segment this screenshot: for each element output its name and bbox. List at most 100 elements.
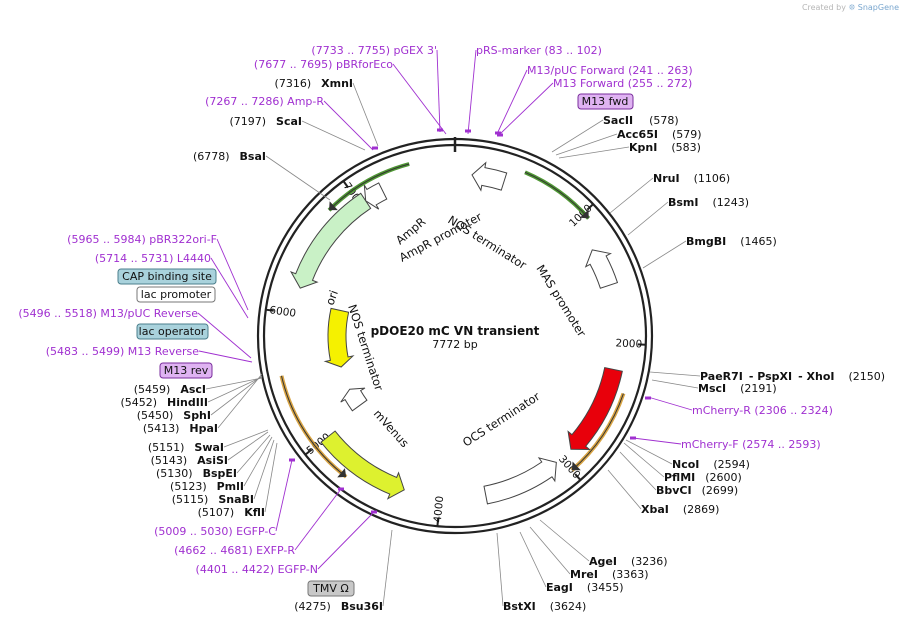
primer-site-mark [338, 487, 344, 491]
feature-arrow-mcherry [567, 366, 623, 451]
mas-promoter-label: MAS promoter [533, 262, 589, 339]
enzyme-position: (2191) [740, 382, 777, 395]
primer-site-mark [465, 129, 471, 133]
enzyme-name: EagI [546, 581, 573, 594]
enzyme-name: SwaI [194, 441, 224, 454]
enzyme-position: (2600) [705, 471, 742, 484]
feature-arrow-ori [323, 307, 355, 368]
enzyme-position: (5107) [198, 506, 235, 519]
enzyme-name: AsiSI [197, 454, 228, 467]
primer-leader-line [496, 69, 528, 135]
primer-leader-line [499, 82, 554, 135]
svg-text:(5450)SphI: (5450) SphI [137, 409, 211, 422]
primer-leader-line [197, 312, 252, 359]
enzyme-name: Bsu36I [341, 600, 383, 613]
nos-terminator-left-label: NOS terminator [345, 303, 386, 393]
enzyme-leader-line [210, 375, 263, 416]
svg-text:AgeI(3236): AgeI(3236) [589, 555, 668, 568]
enzyme-position: (3236) [631, 555, 668, 568]
enzyme-leader-line [227, 431, 269, 461]
primer-leader-line [275, 459, 293, 532]
enzyme-position: (2869) [683, 503, 720, 516]
enzyme-name: - PspXI [749, 370, 792, 383]
enzyme-position: (5115) [172, 493, 209, 506]
m13-rev-box: M13 rev [164, 364, 209, 377]
enzyme-position: (2594) [713, 458, 750, 471]
primer-site-mark [495, 131, 501, 135]
svg-text:BmgBI(1465): BmgBI(1465) [686, 235, 777, 248]
tick-mark [304, 448, 313, 456]
enzyme-leader-line [217, 373, 263, 429]
enzyme-leader-line [551, 119, 604, 153]
svg-text:BbvCI(2699): BbvCI(2699) [656, 484, 738, 497]
primer-label: (5496 .. 5518) M13/pUC Reverse [18, 307, 198, 320]
svg-text:(7197)ScaI: (7197)ScaI [229, 115, 302, 128]
snapgene-logo-icon: ❊ [848, 3, 856, 12]
mcherry-label: mCherry [555, 360, 590, 413]
primer-site-mark [437, 128, 443, 132]
primer-site-mark [630, 436, 636, 440]
left-enzyme-labels: (7316)XmnI (7197)ScaI (6778)BsaI (5459)A… [120, 77, 383, 613]
feature-boxes: M13 fwd CAP binding site lac promoter la… [117, 93, 634, 597]
enzyme-leader-line [649, 371, 701, 377]
enzyme-name: PflMI [664, 471, 695, 484]
enzyme-leader-line [352, 82, 379, 147]
primer-arc-head [337, 468, 347, 478]
enzyme-name: NcoI [672, 458, 699, 471]
svg-text:(5123)PmlI: (5123)PmlI [170, 480, 244, 493]
enzyme-position: (4275) [294, 600, 331, 613]
enzyme-name: ScaI [276, 115, 302, 128]
enzyme-leader-line [539, 519, 590, 562]
enzyme-leader-line [496, 532, 504, 607]
lac-promoter-box: lac promoter [141, 288, 212, 301]
svg-text:(5130)BspEI: (5130)BspEI [156, 467, 237, 480]
enzyme-name: - XhoI [798, 370, 834, 383]
enzyme-leader-line [651, 379, 699, 389]
enzyme-name: KflI [244, 506, 265, 519]
enzyme-position: (5143) [151, 454, 188, 467]
primer-site-mark [645, 396, 651, 400]
primer-arc-outline [571, 393, 624, 471]
primer-arc-head [329, 201, 338, 211]
primer-arc-outline [281, 375, 347, 478]
plasmid-size: 7772 bp [432, 338, 477, 351]
primer-site-mark [371, 510, 377, 514]
enzyme-position: (5450) [137, 409, 174, 422]
enzyme-name: SphI [183, 409, 211, 422]
enzyme-leader-line [609, 177, 654, 214]
enzyme-leader-line [519, 531, 547, 588]
feature-layer [289, 161, 623, 505]
primer-leader-line [647, 396, 693, 411]
snapgene-credit: Created by ❊ SnapGene [802, 3, 899, 12]
enzyme-leader-line [223, 429, 269, 448]
tick-mark [436, 518, 440, 527]
primer-leader-line [198, 350, 253, 363]
plasmid-name: pDOE20 mC VN transient [371, 324, 540, 338]
enzyme-name: Acc65I [617, 128, 658, 141]
enzyme-leader-line [625, 439, 673, 465]
feature-arrow-ocs-term [483, 457, 557, 505]
primer-leader-line [323, 100, 374, 151]
enzyme-name: BspEI [203, 467, 237, 480]
primer-label: (7677 .. 7695) pBRforEco [254, 58, 393, 71]
enzyme-leader-line [236, 434, 271, 474]
primer-arc-head [579, 209, 589, 219]
primer-label: (7733 .. 7755) pGEX 3' [311, 44, 437, 57]
enzyme-leader-line [207, 376, 263, 403]
svg-text:(5413)HpaI: (5413)HpaI [143, 422, 218, 435]
enzyme-leader-line [301, 120, 366, 151]
svg-text:(4275)Bsu36I: (4275) Bsu36I [294, 600, 383, 613]
enzyme-name: BsaI [240, 150, 266, 163]
svg-text:PflMI(2600): PflMI (2600) [664, 471, 742, 484]
enzyme-name: BmgBI [686, 235, 726, 248]
primer-label: mCherry-F (2574 .. 2593) [681, 438, 821, 451]
feature-arrow-ampr-prom [363, 182, 388, 210]
enzyme-leader-line [529, 526, 571, 575]
enzyme-name: NruI [653, 172, 680, 185]
enzyme-position: (3455) [587, 581, 624, 594]
tick-mark [342, 180, 349, 189]
svg-text:(5115)SnaBI: (5115)SnaBI [172, 493, 254, 506]
svg-text:SacII(578): SacII(578) [603, 114, 679, 127]
enzyme-position: (5452) [120, 396, 157, 409]
